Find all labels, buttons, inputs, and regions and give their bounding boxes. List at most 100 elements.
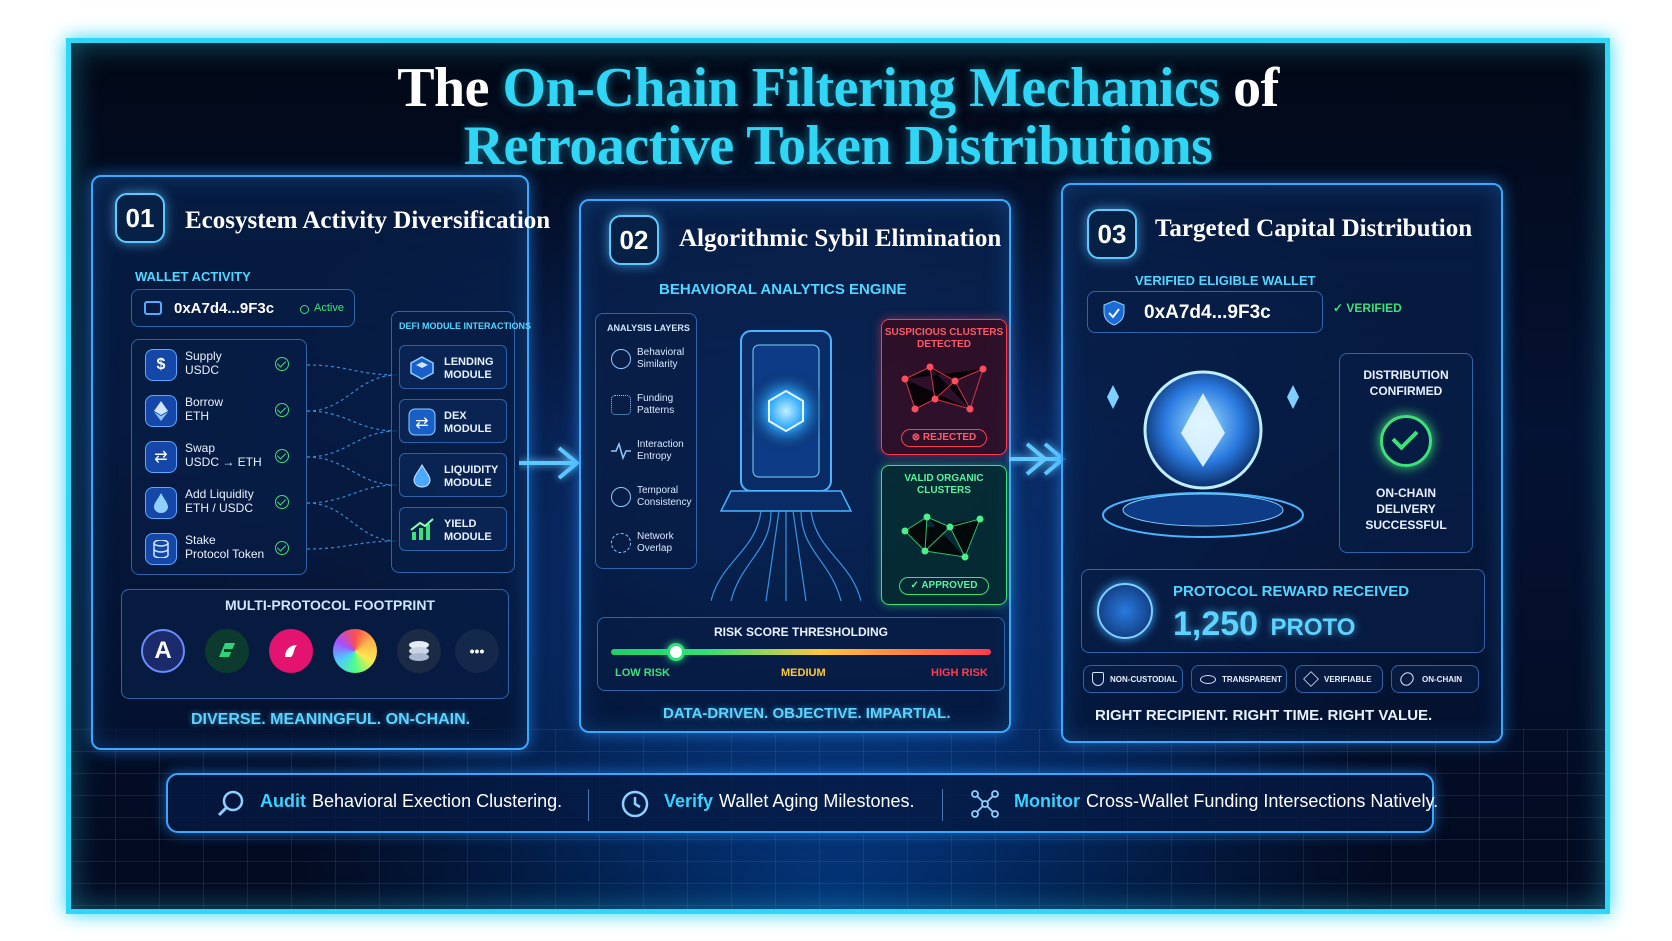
activity-detail: USDC: [185, 363, 220, 377]
reward-amount: 1,250: [1173, 605, 1259, 643]
layer-name: Temporal: [637, 485, 679, 496]
delivery-line-2: DELIVERY: [1376, 502, 1436, 516]
check-circle-icon: ✓: [910, 580, 922, 591]
layer-detail: Patterns: [637, 405, 675, 416]
suspicious-network-icon: [901, 363, 987, 413]
distribution-line-1: DISTRIBUTION: [1363, 368, 1449, 382]
panel-title: Targeted Capital Distribution: [1155, 215, 1473, 242]
link-icon: [1397, 669, 1417, 689]
module-name: LENDING: [444, 356, 494, 368]
more-glyph: •••: [469, 643, 485, 659]
reward-token-icon: [1097, 583, 1153, 639]
flow-arrow-icon: [519, 446, 581, 480]
layers-icon: [408, 354, 436, 382]
verified-wallet-label: VERIFIED ELIGIBLE WALLET: [1135, 273, 1316, 288]
risk-slider-knob[interactable]: [666, 643, 685, 661]
panel3-tagline: RIGHT RECIPIENT. RIGHT TIME. RIGHT VALUE…: [1095, 707, 1433, 724]
activity-detail: ETH: [185, 409, 209, 423]
reward-amount-row: 1,250 PROTO: [1173, 605, 1355, 644]
pill-label: VERIFIABLE: [1324, 675, 1372, 684]
aave-glyph: A: [154, 637, 172, 664]
uniswap-logo: [269, 629, 313, 673]
approved-badge: ✓ APPROVED: [899, 577, 989, 595]
wallet-address-box[interactable]: 0xA7d4...9F3c Active: [131, 289, 355, 327]
more-icon[interactable]: •••: [455, 629, 499, 673]
analytics-core-illustration: [711, 330, 861, 601]
footprint-box: [121, 589, 509, 699]
analysis-layers-label: ANALYSIS LAYERS: [607, 323, 690, 333]
module-suffix: MODULE: [444, 477, 492, 489]
panel-number-badge: 03: [1087, 209, 1137, 259]
module-suffix: MODULE: [444, 531, 492, 543]
engine-label: BEHAVIORAL ANALYTICS ENGINE: [659, 281, 907, 298]
swap-icon: ⇄: [408, 408, 436, 436]
eye-icon: [1200, 675, 1216, 684]
verified-wallet-box[interactable]: 0xA7d4...9F3c: [1087, 291, 1323, 333]
wallet-status: Active: [314, 302, 344, 314]
page-title: The On-Chain Filtering Mechanics of Retr…: [71, 59, 1605, 175]
title-post: of: [1219, 57, 1279, 119]
check-icon: [275, 449, 289, 463]
search-icon: [217, 790, 244, 817]
panel-number-badge: 02: [609, 215, 659, 265]
rainbow-logo: [333, 629, 377, 673]
layer-detail: Overlap: [637, 543, 673, 554]
layer-detail: Consistency: [637, 497, 692, 508]
risk-medium-label: MEDIUM: [781, 667, 826, 679]
network-icon: [611, 395, 631, 415]
wallet-icon: [144, 301, 162, 315]
pill-transparent: TRANSPARENT: [1191, 665, 1287, 693]
chart-up-icon: [408, 516, 436, 544]
status-dot-icon: [300, 305, 309, 314]
panel-sybil-elimination: 02 Algorithmic Sybil Elimination BEHAVIO…: [579, 199, 1011, 733]
risk-high-label: HIGH RISK: [931, 667, 988, 679]
valid-line-2: CLUSTERS: [917, 485, 971, 496]
module-name: YIELD: [444, 518, 477, 530]
swap-icon: ⇄: [145, 441, 177, 473]
title-pre: The: [397, 57, 503, 119]
pill-on-chain: ON-CHAIN: [1391, 665, 1479, 693]
activity-name: Swap: [185, 441, 216, 455]
panel2-tagline: DATA-DRIVEN. OBJECTIVE. IMPARTIAL.: [663, 705, 951, 722]
bottom-keyword: Verify: [664, 791, 714, 811]
layer-name: Interaction: [637, 439, 684, 450]
distribution-line-2: CONFIRMED: [1369, 384, 1443, 398]
infographic-frame: The On-Chain Filtering Mechanics of Retr…: [66, 38, 1610, 914]
activity-detail: USDC → ETH: [185, 455, 262, 469]
verified-wallet-address: 0xA7d4...9F3c: [1144, 302, 1271, 323]
layer-name: Behavioral: [637, 347, 685, 358]
layer-name: Network: [637, 531, 674, 542]
check-circle-icon: ✓: [1333, 301, 1347, 315]
approved-text: APPROVED: [921, 580, 978, 591]
bottom-keyword: Audit: [260, 791, 306, 811]
divider: [942, 789, 943, 821]
reward-label: PROTOCOL REWARD RECEIVED: [1173, 583, 1410, 600]
panel-number-badge: 01: [115, 193, 165, 243]
droplet-icon: [145, 487, 177, 519]
